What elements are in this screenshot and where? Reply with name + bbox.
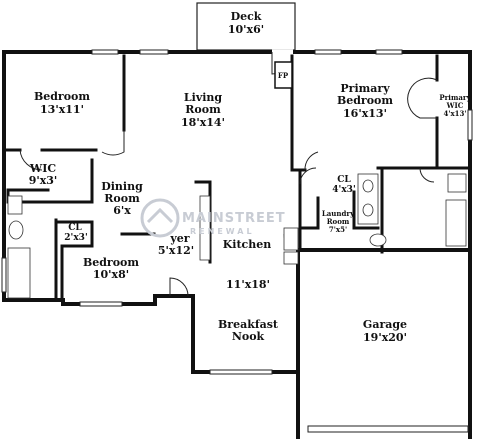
toilet-primary <box>369 233 387 247</box>
dining-label-1: Dining <box>101 180 143 193</box>
wic-label: WIC <box>29 162 56 175</box>
breakfast-label-2: Nook <box>232 330 265 343</box>
deck-label: Deck <box>231 10 262 23</box>
window-nook-bottom <box>209 369 273 375</box>
shower-primary <box>447 173 467 193</box>
living-label-2: Room <box>185 103 221 116</box>
living-label-1: Living <box>184 91 222 104</box>
garage-label: Garage <box>363 318 407 331</box>
watermark: MAINSTREET RENEWAL <box>140 198 286 238</box>
fireplace-label: FP <box>278 71 289 80</box>
bathtub-primary <box>445 199 467 247</box>
fireplace <box>274 61 293 89</box>
door-swing-primary-wic <box>407 77 438 119</box>
watermark-text-2: RENEWAL <box>190 227 255 236</box>
cl-primary-label: CL <box>337 175 351 185</box>
deck-size: 10'x6' <box>228 23 264 36</box>
laundry-label-2: Room <box>327 217 350 226</box>
window-primary-top-right <box>375 49 403 55</box>
door-swing-primary <box>304 151 319 171</box>
cl-primary-size: 4'x3' <box>332 185 355 195</box>
bathtub-west <box>7 247 31 299</box>
dining-size: 6'x <box>113 204 131 217</box>
vanity-west <box>7 195 23 215</box>
interior-walls <box>2 54 472 302</box>
bedroom-sw-label: Bedroom <box>83 256 139 269</box>
door-swing-front <box>169 277 189 297</box>
window-primary-top-left <box>314 49 342 55</box>
cl-small-label: CL <box>68 223 82 233</box>
door-swing-bath-primary <box>419 167 435 183</box>
primary-bed-label-2: Bedroom <box>337 94 393 107</box>
sink-primary-1 <box>362 179 374 193</box>
door-swing-wic <box>19 149 43 171</box>
stove <box>283 227 299 251</box>
bedroom-sw-size: 10'x8' <box>93 268 129 281</box>
primary-wic-label-2: WIC <box>446 101 464 110</box>
kitchen-counter <box>199 195 211 261</box>
primary-bed-size: 16'x13' <box>343 107 387 120</box>
kitchen-size: 11'x18' <box>226 278 270 291</box>
window-bedroom-top <box>91 49 119 55</box>
toilet-west <box>8 220 24 240</box>
primary-wic-label-1: Primary <box>439 93 471 102</box>
primary-wic-size: 4'x13' <box>443 109 466 118</box>
living-size: 18'x14' <box>181 116 225 129</box>
bedroom-nw-label: Bedroom <box>34 90 90 103</box>
garage-door <box>307 425 469 433</box>
door-swing-bedroom <box>101 130 125 156</box>
laundry-size: 7'x5' <box>329 225 347 234</box>
laundry-label-1: Laundry <box>322 209 355 218</box>
window-bedroom-bottom <box>79 301 123 307</box>
window-bath-left <box>1 257 7 293</box>
primary-bed-label-1: Primary <box>340 82 390 95</box>
fridge <box>283 251 299 265</box>
breakfast-label-1: Breakfast <box>218 318 279 331</box>
watermark-text-1: MAINSTREET <box>182 211 286 226</box>
garage-size: 19'x20' <box>363 331 407 344</box>
window-living-top-left <box>139 49 169 55</box>
sink-primary-2 <box>362 203 374 217</box>
cl-small-size: 2'x3' <box>64 233 87 243</box>
foyer-size: 5'x12' <box>158 244 194 257</box>
kitchen-label: Kitchen <box>223 238 272 251</box>
dining-label-2: Room <box>104 192 140 205</box>
wic-size: 9'x3' <box>29 174 58 187</box>
window-primary-right <box>467 109 473 141</box>
garage-walls <box>296 248 472 439</box>
door-swing-laundry <box>299 167 317 185</box>
bedroom-nw-size: 13'x11' <box>40 103 84 116</box>
foyer-label: yer <box>169 232 189 245</box>
